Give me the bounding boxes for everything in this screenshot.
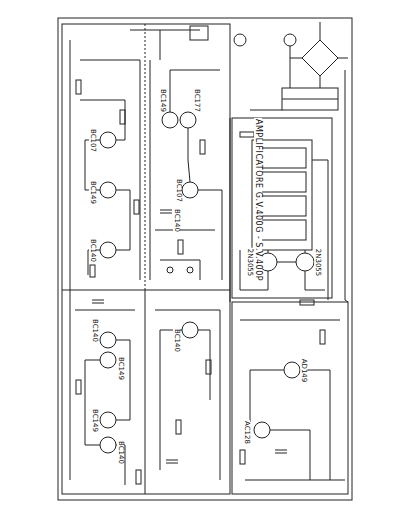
part-label: BC140 (173, 328, 180, 353)
wire (320, 76, 321, 88)
part-label: BC149 (89, 180, 96, 205)
wire (320, 22, 321, 40)
preamp-section (62, 24, 230, 494)
wire (290, 58, 302, 59)
wire (250, 110, 282, 111)
output-section (232, 302, 348, 494)
input-socket (190, 26, 208, 40)
section-divider (145, 24, 146, 290)
part-label: BC140 (91, 318, 98, 343)
part-label: 2N3055 (314, 247, 321, 277)
part-label: BC140 (117, 440, 124, 465)
wire (160, 30, 161, 60)
power-section (232, 118, 332, 298)
part-label: BC107 (89, 128, 96, 153)
part-label: BC149 (91, 408, 98, 433)
switch-contact (258, 172, 306, 192)
part-label: BC140 (89, 238, 96, 263)
section-divider (62, 290, 230, 291)
pot-symbol (167, 267, 173, 273)
wire (130, 30, 200, 31)
power-lamp (284, 34, 296, 46)
part-label: BC149 (159, 88, 166, 113)
part-label: 2N3055 (246, 247, 253, 277)
output-jack (234, 34, 246, 46)
part-label: BC107 (175, 178, 182, 203)
part-label: BC149 (117, 356, 124, 381)
transistor-symbol (100, 112, 314, 453)
section-divider (145, 290, 146, 494)
switch-contact (258, 220, 306, 240)
wire (338, 58, 348, 59)
resistor-symbol (76, 80, 325, 484)
switch-contact (258, 196, 306, 216)
part-label: BC140 (173, 208, 180, 233)
part-label: AC128 (242, 420, 249, 445)
pot-symbol (187, 267, 193, 273)
switch-contact (258, 148, 306, 168)
part-label: BC177 (193, 88, 200, 113)
schematic-frame (58, 18, 352, 500)
transformer-core (282, 99, 338, 100)
wire (290, 46, 291, 88)
wire (70, 40, 348, 485)
part-label: AD149 (300, 357, 307, 383)
bridge-rectifier (302, 40, 338, 76)
schematic-title: AMPLIFICATORE G.V.400G - S.V.400P (254, 118, 262, 282)
transformer (282, 88, 338, 110)
